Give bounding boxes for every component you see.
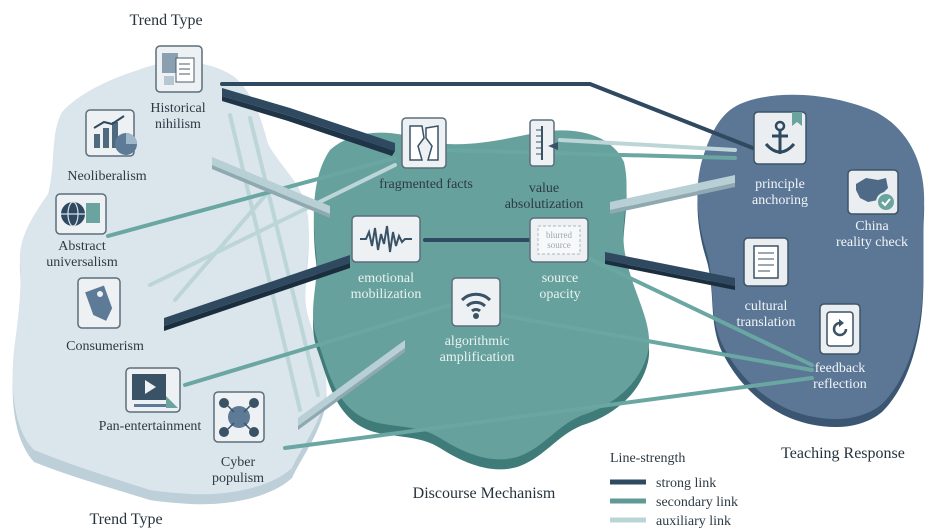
label-universalism: universalism [46, 255, 118, 270]
sec-link-frag-principle [438, 148, 737, 160]
label-cultural: cultural [745, 299, 788, 314]
teaching-response-title: Teaching Response [781, 445, 905, 462]
label-reflection: reflection [813, 377, 867, 392]
sec-link-cyber-feedback [283, 376, 814, 450]
sec-link-pan-algo [183, 303, 452, 387]
principle-anchoring-icon [753, 111, 807, 165]
trend-type-title-top: Trend Type [129, 12, 202, 29]
secondary-links [106, 148, 814, 450]
aux-link-cons-up [173, 188, 272, 302]
legend-strong-label: strong link [656, 476, 716, 491]
discourse-mechanism-title: Discourse Mechanism [413, 485, 556, 502]
label-emotional: emotional [358, 271, 414, 286]
aux-link-value-principle [558, 138, 737, 152]
label-historical: Historical [150, 101, 205, 116]
value-absolutization-icon [529, 119, 558, 167]
label-absolutization: absolutization [505, 197, 584, 212]
aux-link-neo-frag [148, 163, 397, 287]
source-opacity-icon: blurred source [529, 217, 589, 263]
emotional-mobilization-icon [351, 215, 421, 263]
label-source: source [542, 271, 579, 286]
label-neoliberalism: Neoliberalism [67, 169, 146, 184]
label-translation: translation [736, 315, 795, 330]
label-nihilism: nihilism [155, 117, 201, 132]
trend-type-title-bottom: Trend Type [89, 511, 162, 528]
label-value: value [529, 181, 559, 196]
strong-link-hist-principle [220, 82, 760, 152]
algorithmic-amplification-icon [451, 277, 501, 327]
abstract-universalism-icon [55, 193, 107, 235]
blurred-source-line-2: source [547, 240, 571, 250]
bar-value-principle [610, 175, 735, 214]
label-algorithmic: algorithmic [445, 334, 510, 349]
bar-neo-frag [212, 157, 330, 218]
consumerism-icon [77, 277, 121, 329]
label-cyber: Cyber [221, 455, 256, 470]
label-anchoring: anchoring [752, 193, 808, 208]
china-reality-check-icon [847, 169, 899, 215]
label-consumerism: Consumerism [66, 339, 144, 354]
strong-links [220, 82, 760, 242]
sec-link-source-feedback [586, 256, 814, 367]
label-abstract: Abstract [58, 239, 106, 254]
bar-source-cultural [605, 252, 735, 290]
legend-auxiliary-label: auxiliary link [656, 514, 731, 529]
neoliberalism-icon [85, 109, 137, 157]
label-fragmented-facts: fragmented facts [379, 177, 473, 192]
cultural-translation-icon [743, 237, 789, 287]
bar-consumerism-emotional [164, 255, 350, 331]
sec-link-abstract-frag [106, 156, 397, 238]
historical-nihilism-icon [155, 45, 203, 93]
line-strength-legend: Line-strength strong link secondary link… [610, 451, 738, 529]
bar-hist-frag [222, 88, 395, 156]
legend-secondary-label: secondary link [656, 495, 738, 510]
label-pan-entertainment: Pan-entertainment [99, 419, 202, 434]
label-feedback: feedback [815, 361, 866, 376]
label-reality-check: reality check [836, 235, 908, 250]
label-amplification: amplification [440, 350, 515, 365]
fragmented-facts-icon [401, 117, 447, 169]
feedback-reflection-icon [819, 303, 861, 355]
legend-title: Line-strength [610, 451, 685, 466]
label-opacity: opacity [539, 287, 580, 302]
label-mobilization: mobilization [351, 287, 422, 302]
pan-entertainment-icon [125, 367, 181, 413]
label-principle: principle [755, 177, 805, 192]
aux-link-hist-down [228, 113, 302, 412]
label-china: China [855, 219, 889, 234]
cyber-populism-icon [213, 391, 265, 443]
label-populism: populism [212, 471, 264, 486]
bar-links [164, 88, 735, 430]
sec-link-algo-feedback [498, 313, 814, 372]
blurred-source-line-1: blurred [546, 230, 572, 240]
bar-cyber-algo [298, 340, 405, 430]
